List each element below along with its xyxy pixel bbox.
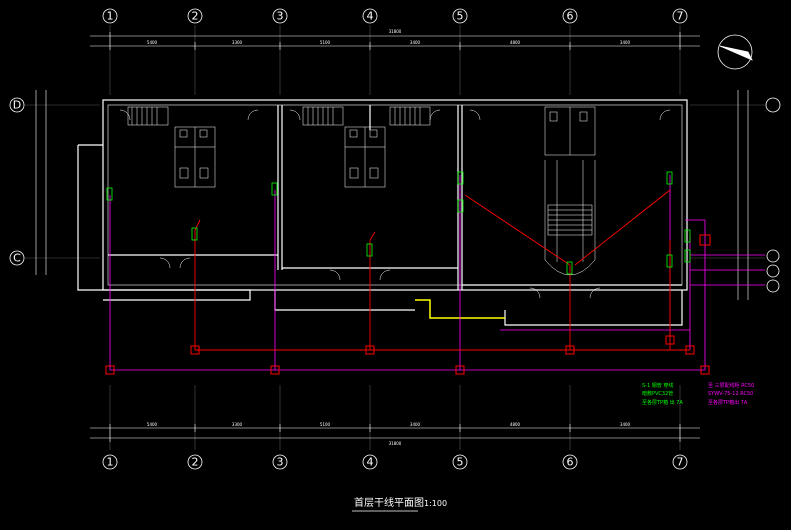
column-bubbles-top bbox=[102, 8, 688, 24]
red-risers bbox=[194, 189, 690, 351]
bottom-dimension-lines bbox=[90, 424, 700, 442]
legend-green-line-3: 至各层TP箱 出 7A bbox=[642, 399, 683, 406]
bottom-dim-6: 3400 bbox=[620, 422, 631, 427]
legend-green-line-1: S-1 钢管 穿线 bbox=[642, 382, 673, 389]
column-label-4-top: 4 bbox=[367, 10, 374, 23]
top-dimension-lines bbox=[90, 32, 700, 50]
green-outlet-tags bbox=[106, 171, 691, 275]
column-label-1-top: 1 bbox=[107, 10, 114, 23]
yellow-cable bbox=[415, 299, 505, 319]
top-dim-5: 4800 bbox=[510, 40, 521, 45]
column-label-1-bottom: 1 bbox=[107, 456, 114, 469]
column-label-3-bottom: 3 bbox=[277, 456, 284, 469]
top-total-dimension: 31800 bbox=[389, 29, 402, 34]
bottom-dim-1: 5400 bbox=[147, 422, 158, 427]
side-dimension-lines bbox=[35, 90, 749, 300]
top-dim-6: 3400 bbox=[620, 40, 631, 45]
column-label-3-top: 3 bbox=[277, 10, 284, 23]
magenta-branches bbox=[109, 175, 765, 371]
column-label-7-top: 7 bbox=[677, 10, 684, 23]
column-label-5-top: 5 bbox=[457, 10, 464, 23]
top-dim-1: 5400 bbox=[147, 40, 158, 45]
row-label-d: D bbox=[13, 99, 21, 112]
column-label-7-bottom: 7 bbox=[677, 456, 684, 469]
bottom-total-dimension: 31800 bbox=[389, 441, 402, 446]
building-walls bbox=[77, 99, 688, 326]
column-label-4-bottom: 4 bbox=[367, 456, 374, 469]
legend-magenta-line-3: 至各层TP箱出 7A bbox=[708, 399, 748, 406]
top-dim-2: 3300 bbox=[232, 40, 243, 45]
column-label-5-bottom: 5 bbox=[457, 456, 464, 469]
legend-green-line-2: 暗敷PVC32管 bbox=[642, 390, 673, 397]
legend-magenta-line-2: SYWV-75-12 RC50 bbox=[708, 391, 753, 397]
drawing-title: 首层干线平面图 bbox=[354, 496, 424, 509]
north-arrow-icon bbox=[717, 34, 753, 70]
row-bubbles bbox=[9, 97, 781, 293]
row-label-c: C bbox=[13, 252, 21, 265]
bottom-dim-2: 3300 bbox=[232, 422, 243, 427]
column-label-6-bottom: 6 bbox=[567, 456, 574, 469]
column-bubbles-bottom bbox=[102, 454, 688, 470]
junction-boxes bbox=[105, 234, 711, 375]
top-dim-4: 3400 bbox=[410, 40, 421, 45]
column-label-2-bottom: 2 bbox=[192, 456, 199, 469]
drawing-scale: 1:100 bbox=[424, 499, 447, 508]
bottom-dim-3: 5100 bbox=[320, 422, 331, 427]
bottom-dim-5: 4800 bbox=[510, 422, 521, 427]
stairs-and-toilets bbox=[119, 106, 671, 299]
column-label-2-top: 2 bbox=[192, 10, 199, 23]
legend-magenta-line-1: 至 三层配线柜 RC50 bbox=[708, 382, 754, 389]
column-label-6-top: 6 bbox=[567, 10, 574, 23]
bottom-dim-4: 3400 bbox=[410, 422, 421, 427]
top-dim-3: 5100 bbox=[320, 40, 331, 45]
